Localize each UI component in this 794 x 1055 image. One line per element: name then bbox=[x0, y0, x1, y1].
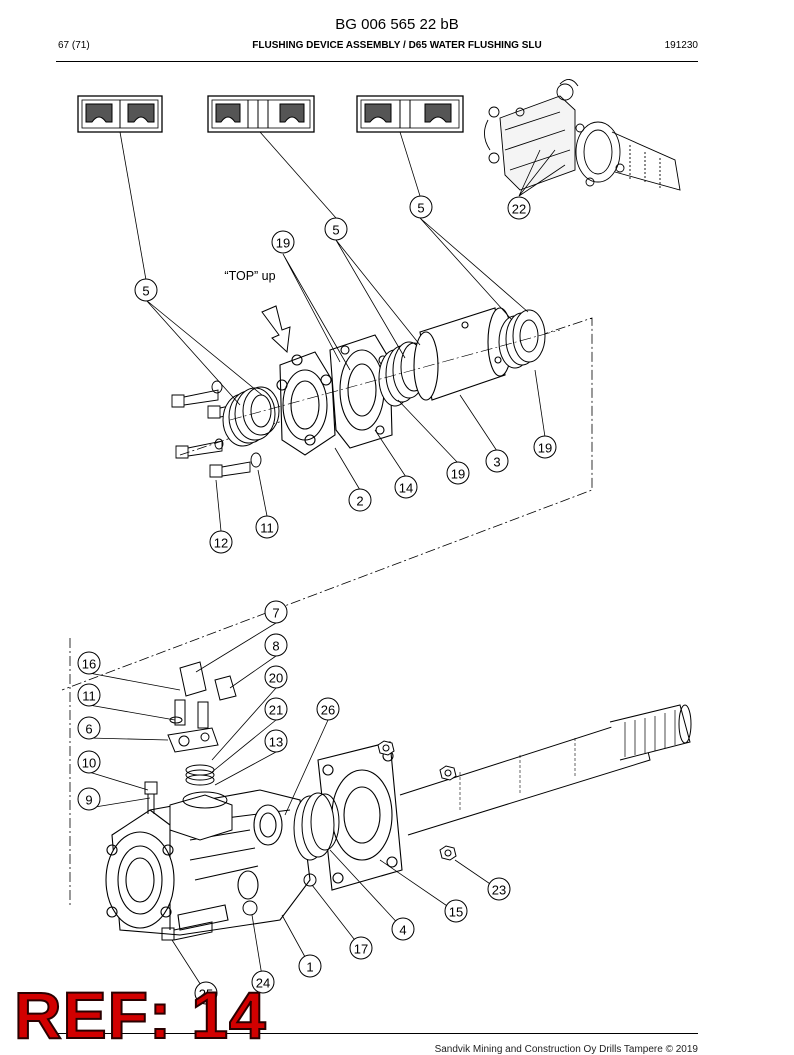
callout-4: 4 bbox=[399, 923, 406, 938]
callout-3: 3 bbox=[493, 455, 500, 470]
callout-25: 25 bbox=[199, 987, 213, 1002]
callout-20: 20 bbox=[269, 671, 283, 686]
callout-19: 19 bbox=[538, 441, 552, 456]
callout-26: 26 bbox=[321, 703, 335, 718]
section-title: FLUSHING DEVICE ASSEMBLY / D65 WATER FLU… bbox=[252, 40, 542, 51]
lower-assembly bbox=[69, 638, 692, 941]
leader-lines bbox=[88, 131, 566, 994]
callout-2: 2 bbox=[356, 494, 363, 509]
callout-24: 24 bbox=[256, 976, 270, 991]
callout-21: 21 bbox=[269, 703, 283, 718]
callout-17: 17 bbox=[354, 942, 368, 957]
callout-13: 13 bbox=[269, 735, 283, 750]
document-number: BG 006 565 22 bB bbox=[335, 16, 459, 33]
callout-7: 7 bbox=[272, 606, 279, 621]
callout-5: 5 bbox=[332, 223, 339, 238]
page-number: 67 (71) bbox=[58, 40, 90, 51]
callout-10: 10 bbox=[82, 756, 96, 771]
callout-19: 19 bbox=[276, 236, 290, 251]
ref-stamp: REF: 14 bbox=[13, 978, 267, 1052]
callout-5: 5 bbox=[142, 284, 149, 299]
callout-23: 23 bbox=[492, 883, 506, 898]
seal-detail-box-1 bbox=[77, 95, 163, 133]
callout-9: 9 bbox=[85, 793, 92, 808]
footer-rule bbox=[56, 1033, 698, 1034]
callouts bbox=[77, 195, 557, 1005]
callout-19: 19 bbox=[451, 467, 465, 482]
callout-14: 14 bbox=[399, 481, 413, 496]
upper-assembly bbox=[61, 305, 593, 691]
seal-detail-box-2 bbox=[207, 95, 315, 133]
top-up-note: “TOP” up bbox=[224, 269, 275, 283]
header-rule bbox=[56, 61, 698, 62]
callout-6: 6 bbox=[85, 722, 92, 737]
callout-22: 22 bbox=[512, 202, 526, 217]
assembly-thumbnail bbox=[484, 79, 681, 191]
callout-12: 12 bbox=[214, 536, 228, 551]
callout-5: 5 bbox=[417, 201, 424, 216]
seal-detail-box-3 bbox=[356, 95, 464, 133]
callout-11: 11 bbox=[260, 521, 274, 536]
date-code: 191230 bbox=[664, 40, 698, 51]
callout-8: 8 bbox=[272, 639, 279, 654]
callout-16: 16 bbox=[82, 657, 96, 672]
callout-11: 11 bbox=[82, 689, 96, 704]
callout-1: 1 bbox=[306, 960, 313, 975]
callout-15: 15 bbox=[449, 905, 463, 920]
footer-copyright: Sandvik Mining and Construction Oy Drill… bbox=[434, 1044, 698, 1055]
